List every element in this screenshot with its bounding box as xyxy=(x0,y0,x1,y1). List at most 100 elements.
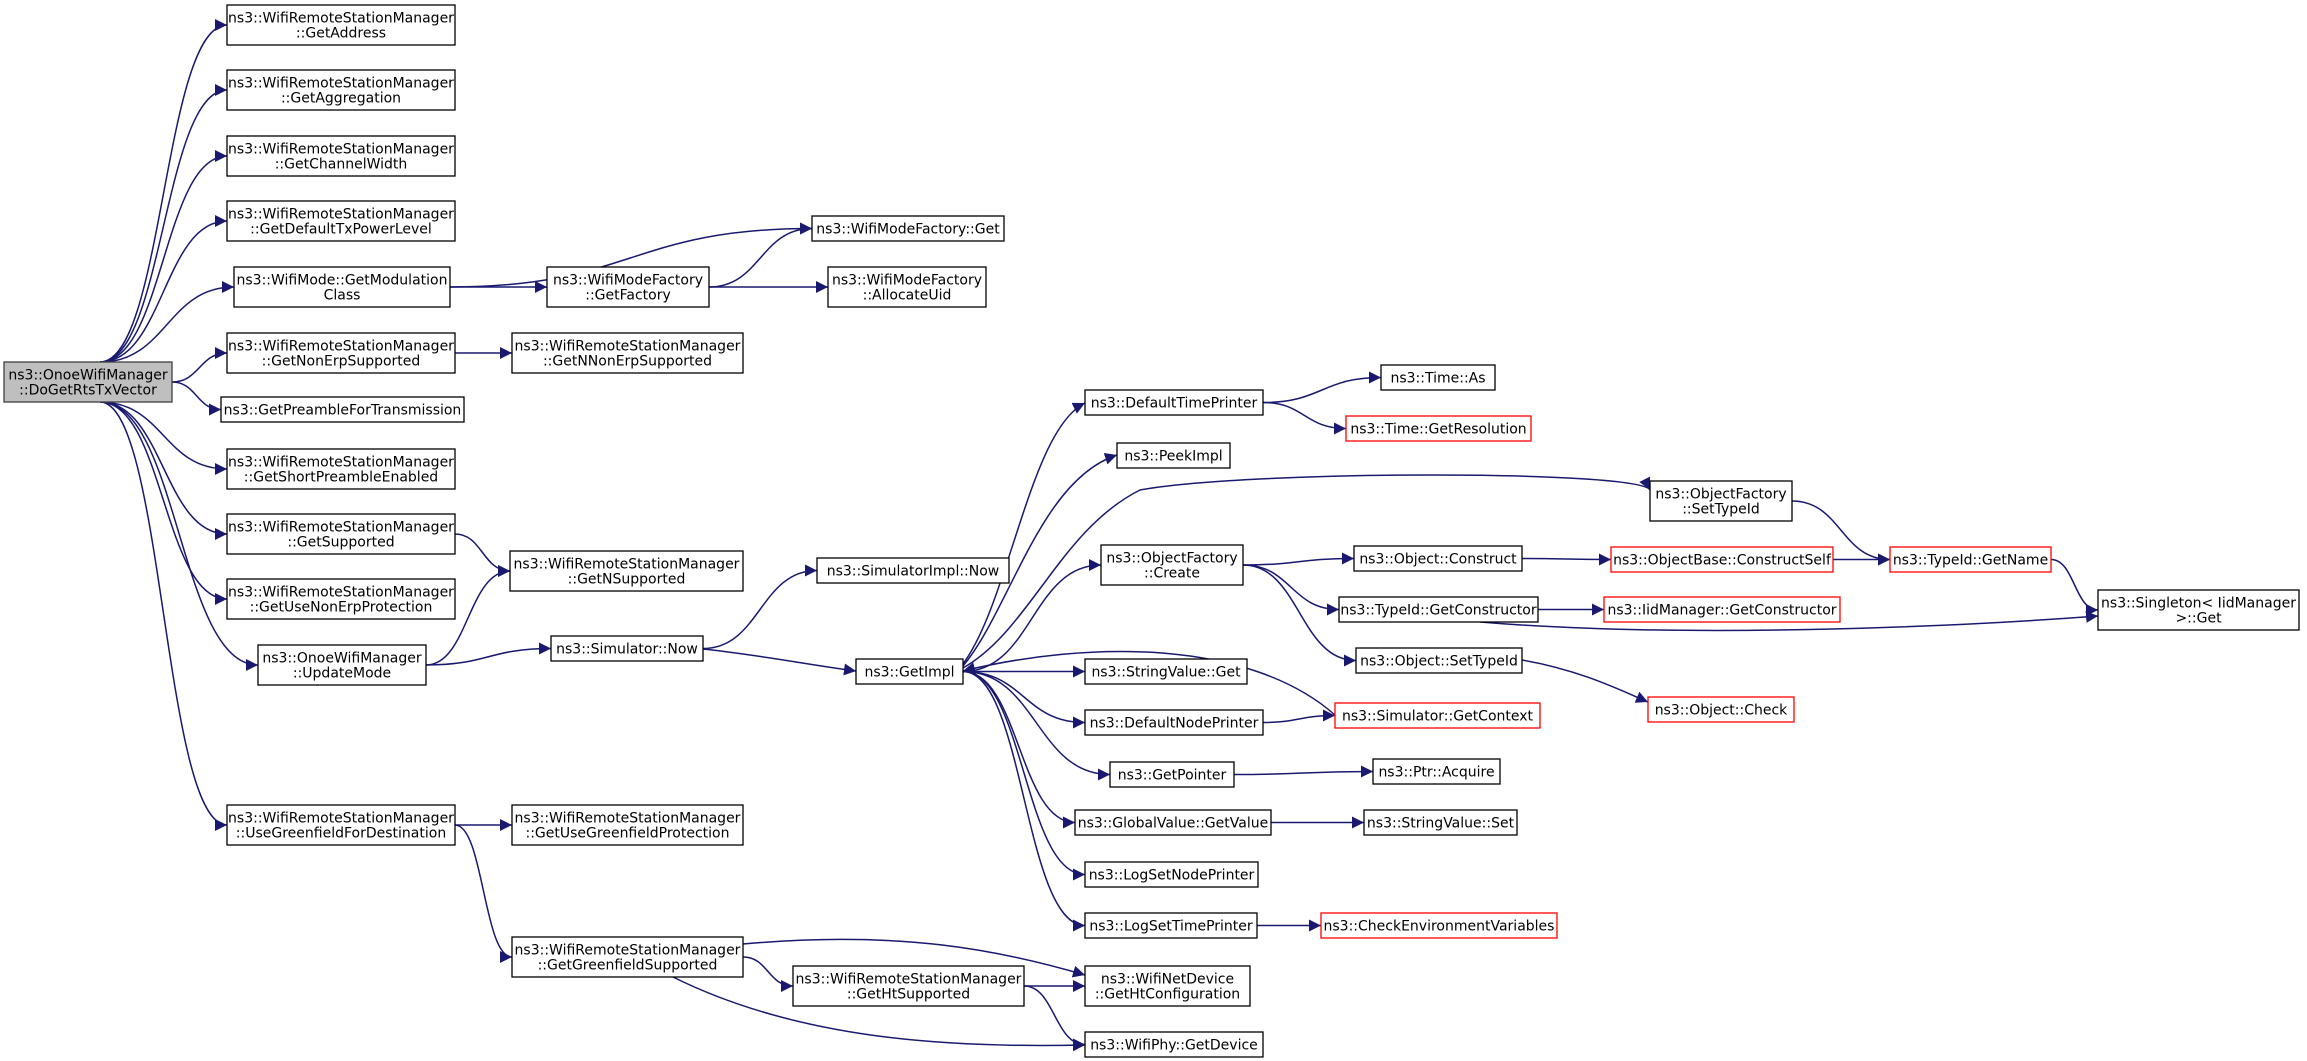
node-getPointer[interactable]: ns3::GetPointer xyxy=(1109,761,1235,788)
edge-root-to-getDefaultTxPowerLevel xyxy=(99,215,228,363)
node-label: ns3::WifiRemoteStationManager xyxy=(228,142,454,158)
node-label: ns3::WifiModeFactory xyxy=(832,273,982,289)
node-typeIdGetName[interactable]: ns3::TypeId::GetName xyxy=(1889,546,2052,573)
node-box xyxy=(511,804,744,846)
node-getGreenfieldSupported[interactable]: ns3::WifiRemoteStationManager::GetGreenf… xyxy=(511,936,744,978)
node-box xyxy=(226,513,456,555)
node-timeAs[interactable]: ns3::Time::As xyxy=(1380,364,1496,391)
node-label: ::GetShortPreambleEnabled xyxy=(244,470,438,486)
node-label: ns3::Simulator::Now xyxy=(556,642,698,658)
node-box xyxy=(792,965,1025,1007)
node-getAddress[interactable]: ns3::WifiRemoteStationManager::GetAddres… xyxy=(226,4,456,46)
node-getShortPreamble[interactable]: ns3::WifiRemoteStationManager::GetShortP… xyxy=(226,448,456,490)
node-box xyxy=(1109,761,1235,788)
node-getImpl[interactable]: ns3::GetImpl xyxy=(855,658,964,685)
edge-defaultNodePrinter-to-simulatorGetContext xyxy=(1262,709,1336,724)
node-label: ns3::Simulator::GetContext xyxy=(1342,709,1534,725)
node-stringValueGet[interactable]: ns3::StringValue::Get xyxy=(1084,658,1248,685)
node-label: ns3::WifiRemoteStationManager xyxy=(228,520,454,536)
node-objectCheck[interactable]: ns3::Object::Check xyxy=(1647,696,1795,723)
node-box xyxy=(226,448,456,490)
node-box xyxy=(1649,480,1793,522)
node-simulatorNow[interactable]: ns3::Simulator::Now xyxy=(550,635,704,662)
node-box xyxy=(226,4,456,46)
node-box xyxy=(1100,544,1244,586)
node-label: ::GetDefaultTxPowerLevel xyxy=(250,222,432,238)
node-label: ::GetNNonErpSupported xyxy=(543,354,712,370)
node-getChannelWidth[interactable]: ns3::WifiRemoteStationManager::GetChanne… xyxy=(226,135,456,177)
node-logSetNodePrinter[interactable]: ns3::LogSetNodePrinter xyxy=(1084,861,1259,888)
node-objectBaseConstructSelf[interactable]: ns3::ObjectBase::ConstructSelf xyxy=(1610,546,1834,573)
node-box xyxy=(1334,702,1541,729)
edge-getSupported-to-getNSupported xyxy=(454,533,511,577)
node-wifiModeFactoryGet[interactable]: ns3::WifiModeFactory::Get xyxy=(811,215,1005,242)
node-box xyxy=(1355,647,1523,674)
node-box xyxy=(546,266,710,308)
node-label: ::GetHtConfiguration xyxy=(1095,987,1240,1003)
node-stringValueSet[interactable]: ns3::StringValue::Set xyxy=(1363,809,1518,836)
node-allocateUid[interactable]: ns3::WifiModeFactory::AllocateUid xyxy=(827,266,987,308)
node-label: >::Get xyxy=(2175,611,2222,627)
node-getNNonErp[interactable]: ns3::WifiRemoteStationManager::GetNNonEr… xyxy=(511,332,744,374)
node-box xyxy=(1338,596,1539,623)
node-useGreenfield[interactable]: ns3::WifiRemoteStationManager::UseGreenf… xyxy=(226,804,456,846)
node-getDevice[interactable]: ns3::WifiPhy::GetDevice xyxy=(1084,1031,1264,1058)
node-simImplNow[interactable]: ns3::SimulatorImpl::Now xyxy=(816,557,1010,584)
node-simulatorGetContext[interactable]: ns3::Simulator::GetContext xyxy=(1334,702,1541,729)
edge-root-to-getUseNonErp xyxy=(99,401,228,605)
node-logSetTimePrinter[interactable]: ns3::LogSetTimePrinter xyxy=(1084,912,1258,939)
node-peekImpl[interactable]: ns3::PeekImpl xyxy=(1116,442,1231,469)
node-defaultTimePrinter[interactable]: ns3::DefaultTimePrinter xyxy=(1084,389,1264,416)
edges-layer xyxy=(99,19,2099,1052)
node-box xyxy=(1074,809,1272,836)
node-box xyxy=(226,804,456,846)
node-label: ::GetUseGreenfieldProtection xyxy=(526,826,730,842)
node-box xyxy=(226,332,456,374)
edge-root-to-getAddress xyxy=(99,19,228,363)
node-root[interactable]: ns3::OnoeWifiManager::DoGetRtsTxVector xyxy=(3,361,173,403)
node-label: Class xyxy=(324,288,361,304)
node-objectFactoryCreate[interactable]: ns3::ObjectFactory::Create xyxy=(1100,544,1244,586)
node-label: ::GetNSupported xyxy=(568,572,686,588)
node-globalValueGetValue[interactable]: ns3::GlobalValue::GetValue xyxy=(1074,809,1272,836)
node-getDefaultTxPowerLevel[interactable]: ns3::WifiRemoteStationManager::GetDefaul… xyxy=(226,200,456,242)
node-getNSupported[interactable]: ns3::WifiRemoteStationManager::GetNSuppo… xyxy=(509,550,744,592)
node-label: ::GetUseNonErpProtection xyxy=(250,600,433,616)
node-label: ns3::WifiRemoteStationManager xyxy=(228,585,454,601)
node-objectSetTypeId[interactable]: ns3::Object::SetTypeId xyxy=(1355,647,1523,674)
node-getUseGreenfield[interactable]: ns3::WifiRemoteStationManager::GetUseGre… xyxy=(511,804,744,846)
node-label: ::GetFactory xyxy=(585,288,671,304)
node-typeIdGetConstructor[interactable]: ns3::TypeId::GetConstructor xyxy=(1338,596,1539,623)
edge-getGreenfieldSupported-to-getDevice xyxy=(672,976,1086,1052)
edge-root-to-updateMode xyxy=(99,401,259,671)
node-box xyxy=(1084,658,1248,685)
node-getFactory[interactable]: ns3::WifiModeFactory::GetFactory xyxy=(546,266,710,308)
node-box xyxy=(855,658,964,685)
node-getHtSupported[interactable]: ns3::WifiRemoteStationManager::GetHtSupp… xyxy=(792,965,1025,1007)
node-box xyxy=(550,635,704,662)
node-label: ns3::Singleton< IidManager xyxy=(2101,596,2296,612)
node-getAggregation[interactable]: ns3::WifiRemoteStationManager::GetAggreg… xyxy=(226,69,456,111)
node-box xyxy=(2097,589,2300,631)
node-getNonErpSupported[interactable]: ns3::WifiRemoteStationManager::GetNonErp… xyxy=(226,332,456,374)
node-getHtConfiguration[interactable]: ns3::WifiNetDevice::GetHtConfiguration xyxy=(1084,965,1251,1007)
node-objectConstruct[interactable]: ns3::Object::Construct xyxy=(1353,545,1523,572)
node-label: ns3::Object::Construct xyxy=(1359,552,1517,568)
edge-getImpl-to-logSetNodePrinter xyxy=(962,670,1086,881)
node-checkEnvVars[interactable]: ns3::CheckEnvironmentVariables xyxy=(1320,912,1558,939)
node-getPreamble[interactable]: ns3::GetPreambleForTransmission xyxy=(220,396,465,423)
edge-getImpl-to-logSetTimePrinter xyxy=(962,670,1086,932)
node-defaultNodePrinter[interactable]: ns3::DefaultNodePrinter xyxy=(1084,709,1264,736)
node-timeGetResolution[interactable]: ns3::Time::GetResolution xyxy=(1345,415,1532,442)
edge-getImpl-to-globalValueGetValue xyxy=(962,670,1076,829)
node-objectFactorySetTypeId[interactable]: ns3::ObjectFactory::SetTypeId xyxy=(1649,480,1793,522)
node-singletonGet[interactable]: ns3::Singleton< IidManager >::Get xyxy=(2097,589,2300,631)
edge-getPointer-to-ptrAcquire xyxy=(1233,765,1374,778)
node-iidManagerGetConstructor[interactable]: ns3::IidManager::GetConstructor xyxy=(1603,596,1841,623)
node-updateMode[interactable]: ns3::OnoeWifiManager::UpdateMode xyxy=(257,644,427,686)
node-getUseNonErp[interactable]: ns3::WifiRemoteStationManager::GetUseNon… xyxy=(226,578,456,620)
node-ptrAcquire[interactable]: ns3::Ptr::Acquire xyxy=(1372,758,1501,785)
node-getSupported[interactable]: ns3::WifiRemoteStationManager::GetSuppor… xyxy=(226,513,456,555)
edge-root-to-getNonErpSupported xyxy=(171,347,228,383)
